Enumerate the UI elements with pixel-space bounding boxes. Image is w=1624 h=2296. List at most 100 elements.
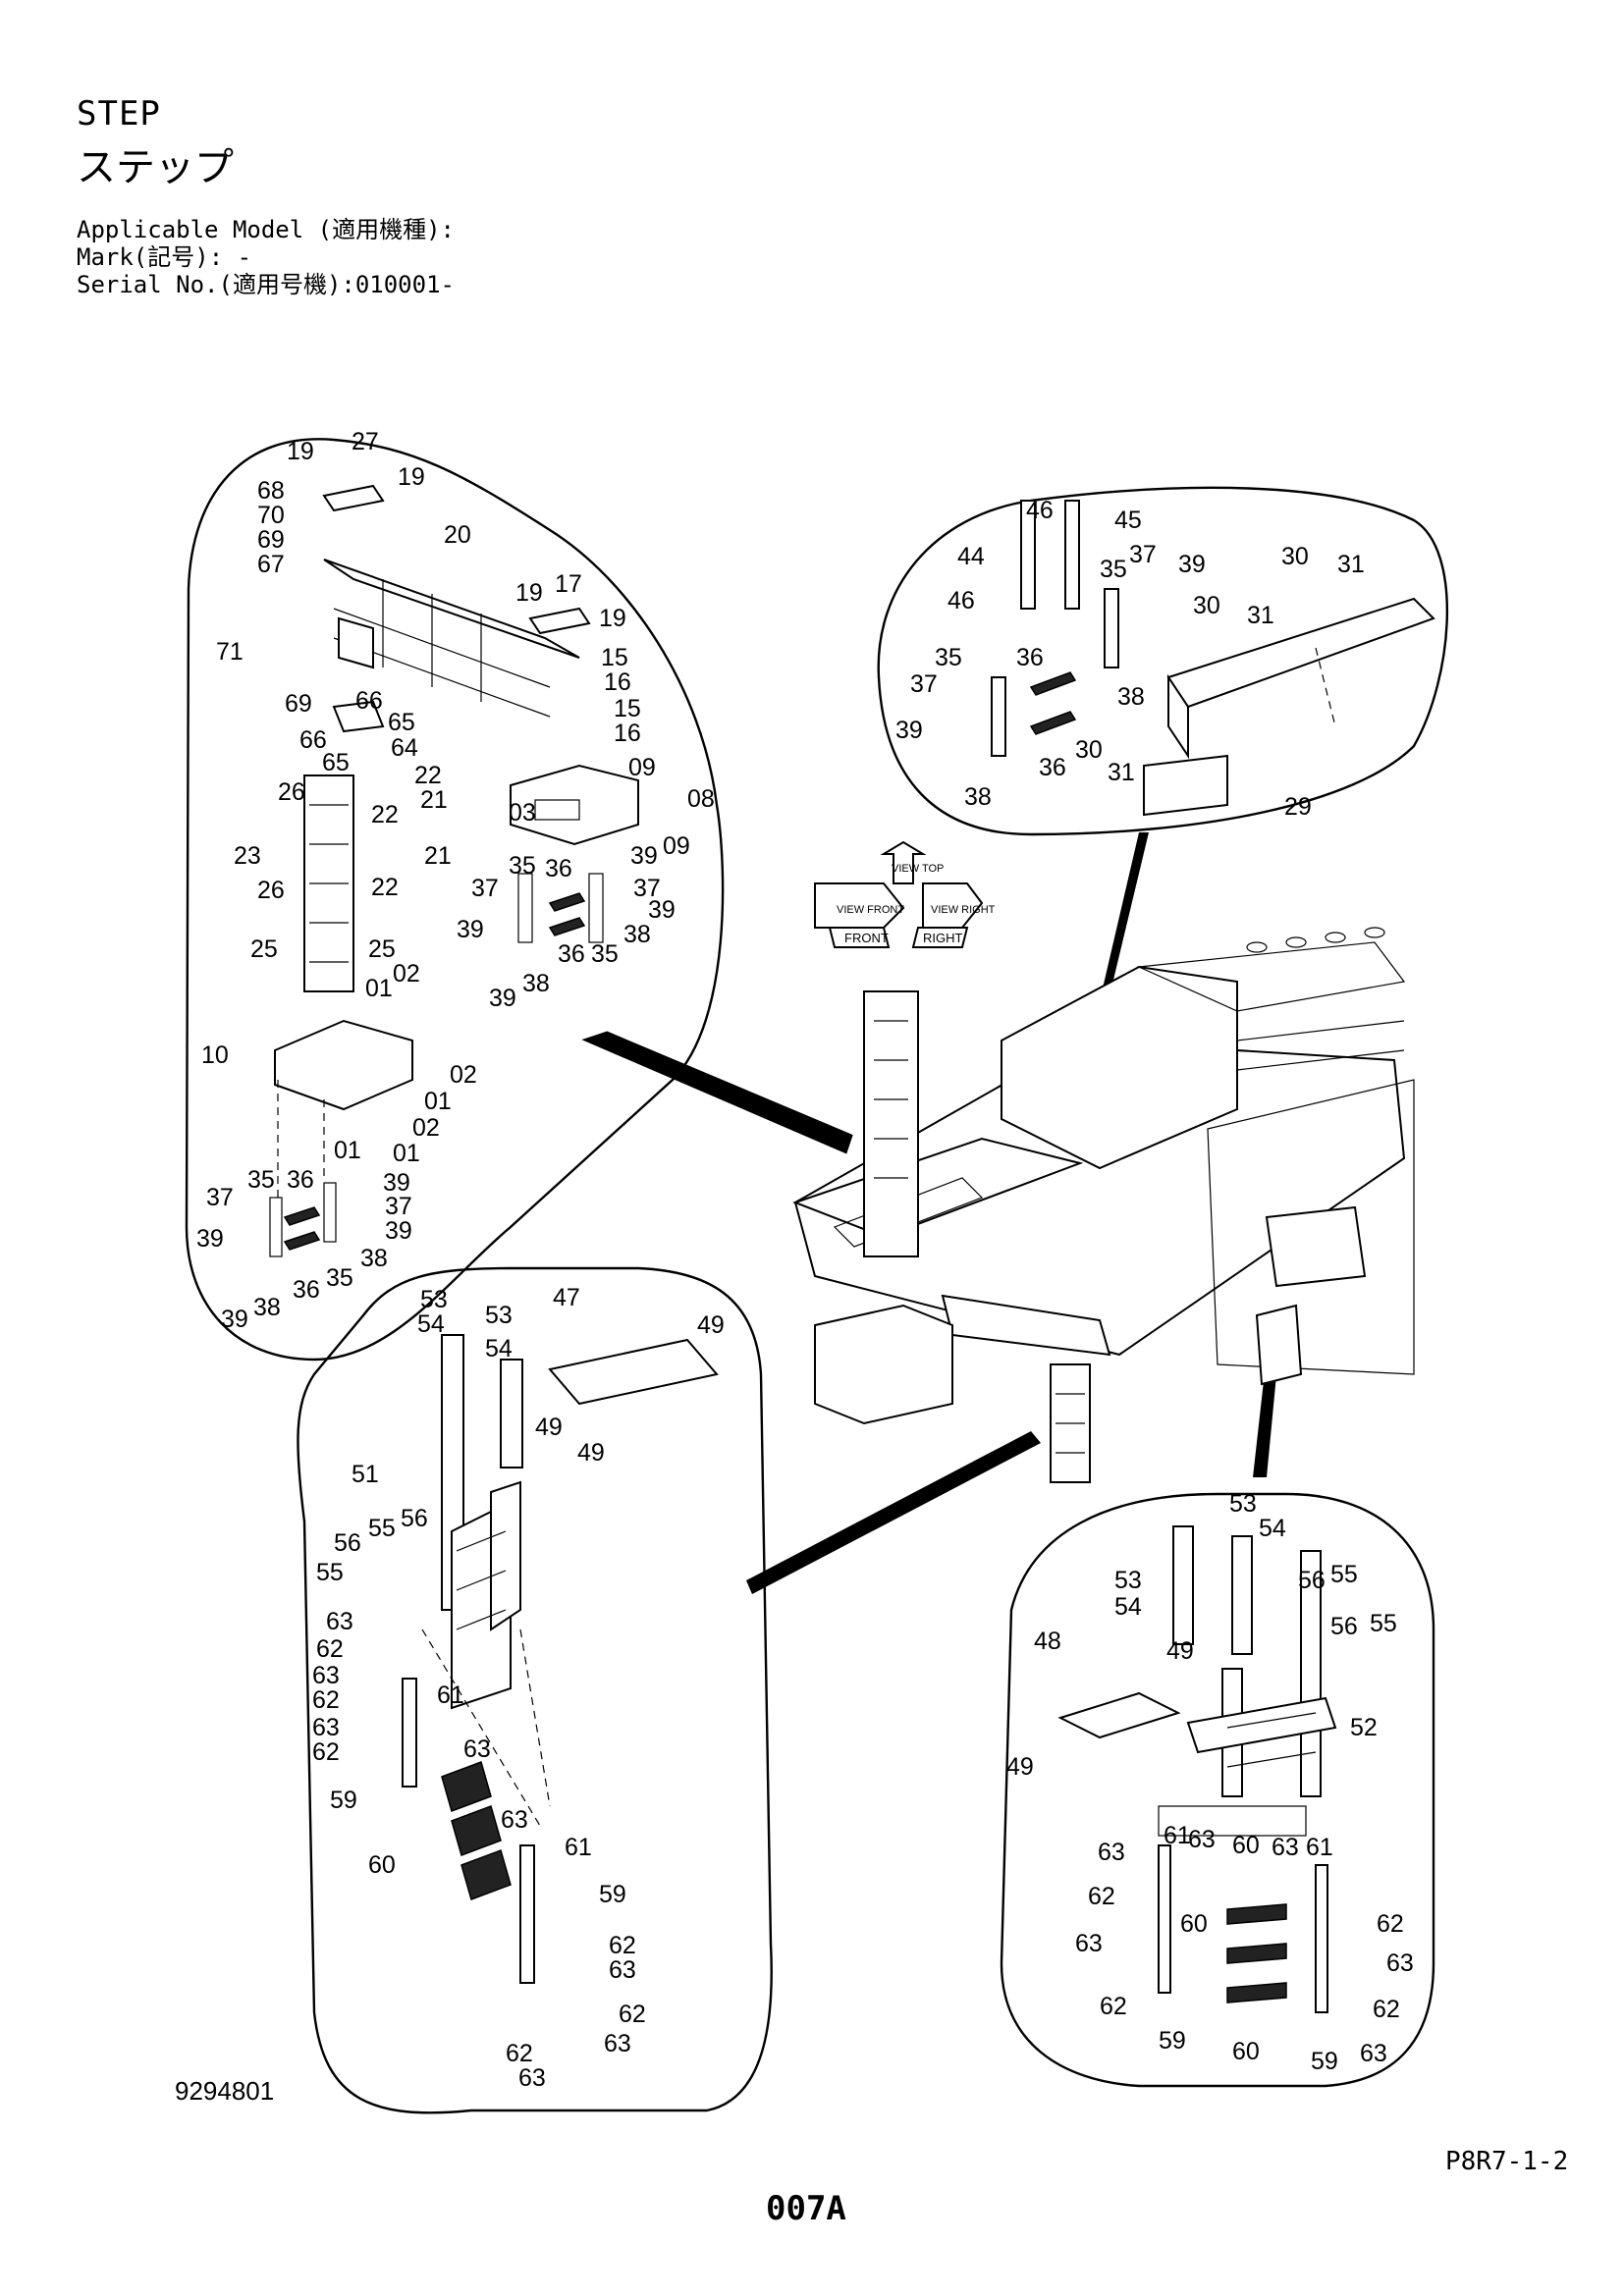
callout: 64 <box>391 734 418 762</box>
balloon-bottom-right <box>1000 1492 1435 2088</box>
callout: 09 <box>628 754 656 781</box>
callout: 63 <box>312 1714 340 1741</box>
callout: 31 <box>1108 759 1135 786</box>
callout: 39 <box>489 985 516 1012</box>
callout: 19 <box>515 579 543 607</box>
callout: 35 <box>1100 556 1127 583</box>
callout: 26 <box>257 877 285 904</box>
callout: 56 <box>1330 1613 1358 1640</box>
callout: 63 <box>1098 1839 1125 1866</box>
leader-bottom-left <box>746 1431 1041 1594</box>
callout: 62 <box>609 1932 636 1959</box>
callout: 51 <box>352 1461 379 1488</box>
page-title-en: STEP <box>77 94 161 133</box>
callout: 59 <box>330 1787 357 1814</box>
callout: 53 <box>1114 1567 1142 1594</box>
callout: 61 <box>1306 1834 1333 1861</box>
callout: 63 <box>1360 2040 1387 2067</box>
callout: 37 <box>471 875 499 902</box>
callout: 19 <box>398 463 425 491</box>
callout: 56 <box>1298 1567 1326 1594</box>
applicable-model-text: Applicable Model (適用機種): <box>77 216 455 243</box>
callout: 39 <box>221 1306 248 1333</box>
callout: 30 <box>1281 543 1309 570</box>
bottom-right-balloon-parts <box>1057 1525 1337 2013</box>
callout: 36 <box>293 1276 320 1304</box>
callout: 65 <box>388 709 415 736</box>
callout: 62 <box>316 1635 344 1663</box>
callout: 44 <box>957 543 985 570</box>
callout: 38 <box>360 1245 388 1272</box>
callout: 66 <box>355 687 383 715</box>
callout: 31 <box>1247 602 1274 629</box>
callout: 22 <box>371 874 399 901</box>
callout: 60 <box>1180 1910 1208 1938</box>
callout: 62 <box>506 2040 533 2067</box>
callout: 35 <box>247 1166 275 1194</box>
callout: 61 <box>437 1682 464 1709</box>
callout: 62 <box>312 1686 340 1714</box>
callout: 38 <box>1117 683 1145 711</box>
callout: 54 <box>1114 1593 1142 1621</box>
callout: 01 <box>334 1137 361 1164</box>
callout: 27 <box>352 428 379 455</box>
callout: 37 <box>910 670 938 698</box>
callout: 49 <box>697 1311 725 1339</box>
callout: 45 <box>1114 507 1142 534</box>
callout: 19 <box>287 438 314 465</box>
callout: 26 <box>278 778 305 806</box>
mark-text: Mark(記号): - <box>77 243 252 271</box>
callout: 49 <box>577 1439 605 1467</box>
callout: 09 <box>663 832 690 860</box>
callout: 21 <box>420 786 448 814</box>
callout: 01 <box>424 1088 452 1115</box>
callout: 16 <box>614 720 641 747</box>
orientation-right-label: RIGHT <box>923 931 963 945</box>
page-code: P8R7-1-2 <box>1445 2147 1569 2176</box>
callout: 02 <box>412 1114 440 1142</box>
callout: 63 <box>1386 1949 1414 1977</box>
callout: 63 <box>518 2064 546 2092</box>
orientation-front-view-label: VIEW FRONT <box>837 904 904 916</box>
orientation-top-view-label: VIEW TOP <box>892 863 944 875</box>
callout: 54 <box>485 1335 513 1362</box>
callout: 63 <box>1188 1826 1216 1853</box>
callout: 01 <box>365 975 393 1002</box>
callout: 37 <box>206 1184 234 1211</box>
callout: 35 <box>935 644 962 671</box>
callout: 22 <box>414 762 442 789</box>
callout: 38 <box>522 970 550 997</box>
callout: 39 <box>648 896 676 924</box>
callout: 55 <box>316 1559 344 1586</box>
callout: 25 <box>368 935 396 963</box>
callout: 47 <box>553 1284 580 1311</box>
callout: 38 <box>253 1294 281 1321</box>
callout: 63 <box>1272 1834 1299 1861</box>
callout: 02 <box>393 960 420 988</box>
callout: 56 <box>401 1505 428 1532</box>
bottom-right-balloon-callouts: 53 54 53 54 56 55 56 55 48 49 52 49 63 6… <box>1006 1490 1414 2075</box>
callout: 08 <box>687 785 715 813</box>
callout: 63 <box>604 2030 631 2057</box>
callout: 55 <box>1330 1561 1358 1588</box>
callout: 36 <box>1039 754 1066 781</box>
callout: 55 <box>368 1515 396 1542</box>
callout: 36 <box>1016 644 1044 671</box>
callout: 49 <box>1006 1753 1034 1781</box>
callout: 46 <box>947 587 975 614</box>
callout: 54 <box>1259 1515 1286 1542</box>
callout: 48 <box>1034 1628 1061 1655</box>
callout: 39 <box>457 916 484 943</box>
callout: 63 <box>326 1608 353 1635</box>
callout: 69 <box>257 526 285 554</box>
callout: 01 <box>393 1140 420 1167</box>
callout: 63 <box>609 1956 636 1984</box>
machine-assembly-view <box>792 927 1415 1483</box>
callout: 37 <box>633 875 661 902</box>
callout: 60 <box>1232 2038 1260 2065</box>
top-left-balloon-parts <box>269 484 639 1257</box>
callout: 20 <box>444 521 471 549</box>
callout: 21 <box>424 842 452 870</box>
callout: 15 <box>601 644 628 671</box>
callout: 70 <box>257 502 285 529</box>
